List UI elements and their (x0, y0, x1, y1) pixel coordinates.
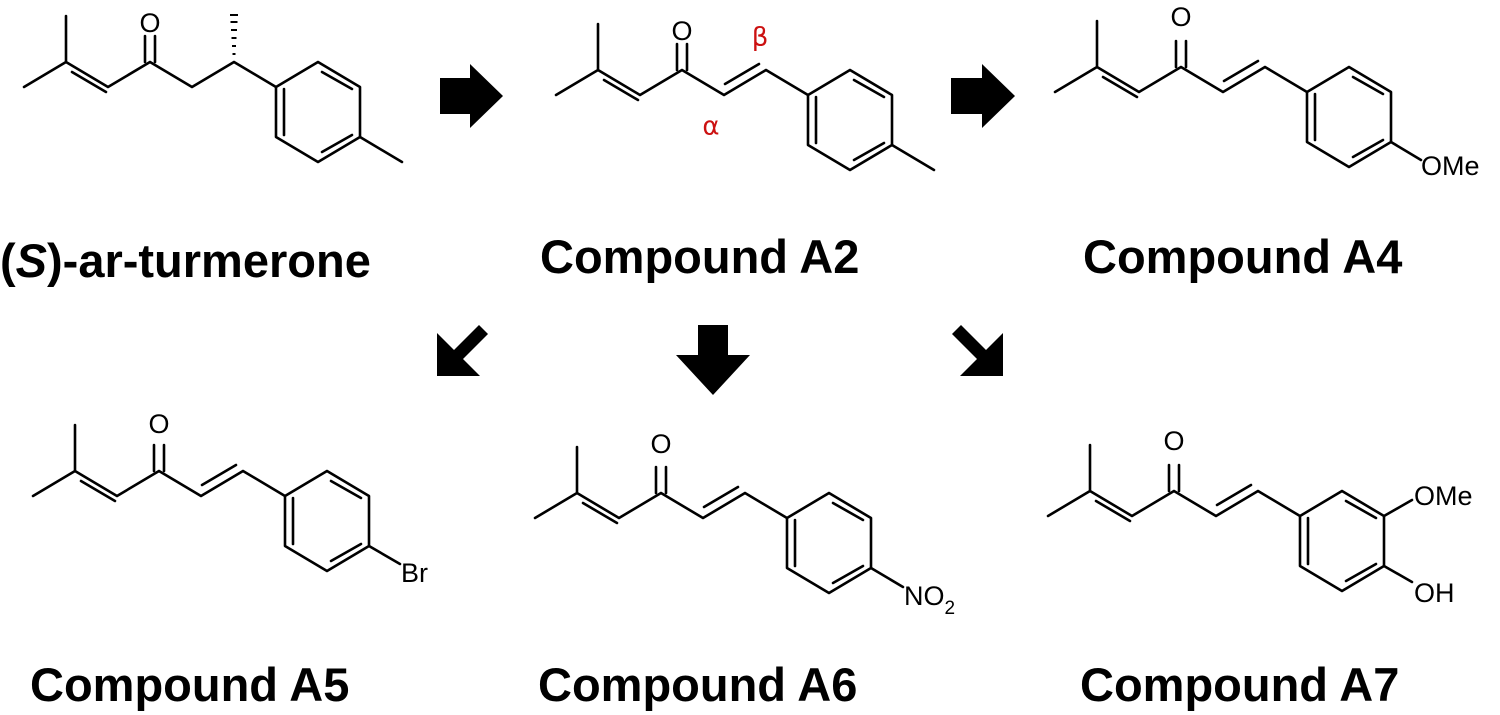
arrow-a2-to-a6 (676, 325, 750, 395)
carbonyl-oxygen-label: O (1163, 426, 1184, 456)
bond-double-alkene (581, 501, 619, 525)
structure-compound-a4: O OMe (1053, 2, 1480, 181)
structure-compound-a2: O α β (554, 16, 936, 172)
stereo-hashed-wedge (230, 14, 238, 55)
carbonyl-oxygen-label: O (650, 429, 671, 459)
bond-skeleton (554, 22, 810, 97)
arrow-a2-to-a5 (437, 325, 488, 376)
benzene-inner-bonds (282, 70, 354, 154)
structure-compound-a7: O OMe OH (1046, 426, 1473, 608)
benzene-ring (806, 68, 894, 172)
compound-name-a5: Compound A5 (30, 658, 349, 711)
bond-skeleton (1046, 443, 1302, 518)
benzene-inner-bonds (291, 479, 363, 563)
bond-double-alkene (70, 70, 108, 94)
methoxy-label: OMe (1414, 481, 1473, 511)
bond-skeleton (533, 445, 789, 520)
bond-skeleton (31, 423, 287, 498)
structure-compound-a6: O NO2 (533, 429, 955, 619)
benzene-inner-bonds (1306, 499, 1378, 583)
compound-name-a4: Compound A4 (1083, 230, 1402, 283)
bond-double-carbonyl (143, 34, 157, 64)
bond-to-hydroxyl (1382, 564, 1414, 584)
bond-double-enone (723, 62, 761, 86)
benzene-inner-bonds (1313, 75, 1385, 159)
carbonyl-oxygen-label: O (671, 16, 692, 46)
bond-to-bromine (367, 544, 402, 566)
compound-name-a2: Compound A2 (540, 230, 859, 283)
bond-double-carbonyl (675, 42, 689, 72)
benzene-inner-bonds (793, 501, 865, 585)
bond-double-alkene (1101, 75, 1139, 99)
bond-methyl (358, 135, 404, 164)
compound-name-s-ar-turmerone: (S)-ar-turmerone (0, 234, 371, 287)
beta-carbon-label: β (752, 23, 769, 53)
bond-double-enone (1222, 59, 1260, 83)
benzene-ring (785, 491, 873, 595)
benzene-ring (1298, 489, 1386, 593)
carbonyl-oxygen-label: O (148, 409, 169, 439)
alpha-carbon-label: α (702, 112, 719, 142)
arrow-a2-to-a7 (952, 325, 1003, 376)
benzene-ring (283, 469, 371, 573)
bond-double-carbonyl (152, 443, 166, 473)
bond-double-alkene (1094, 499, 1132, 523)
hydroxyl-label: OH (1414, 578, 1455, 608)
bond-double-enone (702, 485, 740, 509)
bond-double-carbonyl (1174, 39, 1188, 69)
structure-s-ar-turmerone: O (22, 8, 404, 164)
bond-skeleton (22, 14, 278, 89)
structure-compound-a5: O Br (31, 409, 428, 588)
bond-skeleton (1053, 19, 1309, 94)
benzene-ring (1305, 65, 1393, 169)
arrow-a2-to-a4 (951, 64, 1015, 128)
benzene-inner-bonds (814, 78, 886, 162)
carbonyl-oxygen-label: O (1170, 2, 1191, 32)
bond-to-nitro (869, 566, 905, 589)
bond-double-carbonyl (1167, 463, 1181, 493)
bond-double-enone (200, 463, 238, 487)
bond-double-carbonyl (654, 465, 668, 495)
compound-name-a7: Compound A7 (1080, 658, 1399, 711)
carbonyl-oxygen-label: O (139, 8, 160, 38)
arrow-turmerone-to-a2 (440, 64, 503, 128)
bond-double-alkene (79, 479, 117, 503)
bond-double-alkene (602, 78, 640, 102)
bond-double-enone (1215, 483, 1253, 507)
bond-to-methoxy (1389, 140, 1423, 162)
nitro-label: NO2 (904, 581, 955, 619)
bond-methyl (890, 143, 936, 172)
methoxy-label: OMe (1421, 151, 1480, 181)
benzene-ring (274, 60, 362, 164)
compound-name-a6: Compound A6 (538, 658, 857, 711)
bromine-label: Br (401, 558, 428, 588)
bond-to-methoxy (1382, 498, 1414, 518)
